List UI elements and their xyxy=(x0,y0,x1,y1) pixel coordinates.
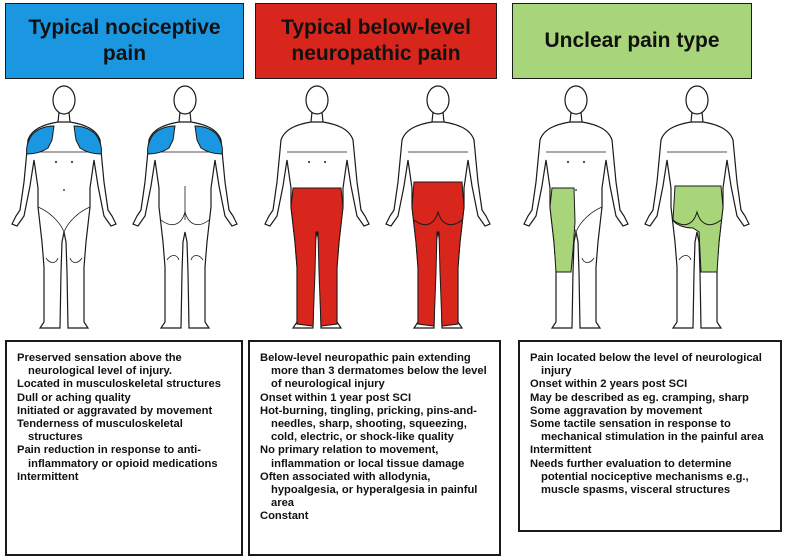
list-item: Below-level neuropathic pain extending m… xyxy=(260,352,487,391)
shaded-region-legs-front xyxy=(290,187,344,327)
list-item: May be described as eg. cramping, sharp xyxy=(530,391,749,404)
shaded-region-back-left-shoulder xyxy=(147,125,176,155)
shaded-region-right-shoulder xyxy=(73,125,102,155)
header-neuropathic-line2: neuropathic pain xyxy=(291,42,461,65)
list-item: Hot-burning, tingling, pricking, pins-an… xyxy=(260,404,477,444)
shaded-region-left-shoulder xyxy=(26,125,55,155)
body-back-figure xyxy=(644,85,750,329)
body-front-figure xyxy=(11,85,117,329)
list-item: Some tactile sensation in response to me… xyxy=(530,418,764,444)
header-neuropathic-line1: Typical below-level xyxy=(281,16,471,39)
list-item: Constant xyxy=(260,510,309,523)
list-item: Needs further evaluation to determine po… xyxy=(530,457,749,497)
header-nociceptive-line2: pain xyxy=(102,42,147,65)
body-front-figure xyxy=(264,85,370,329)
description-box-unclear: Pain located below the level of neurolog… xyxy=(518,340,782,532)
list-item: Dull or aching quality xyxy=(17,391,131,404)
body-back-figure xyxy=(385,85,491,329)
shaded-region-buttock-thigh-back xyxy=(672,185,724,273)
description-box-nociceptive: Preserved sensation above the neurologic… xyxy=(5,340,243,556)
list-item: Pain reduction in response to anti-infla… xyxy=(17,444,218,470)
body-figure-pair-nociceptive xyxy=(11,85,238,329)
list-item: Some aggravation by movement xyxy=(530,404,703,417)
header-nociceptive: Typical nociceptive pain xyxy=(5,3,244,79)
list-item: Tenderness of musculoskeletal structures xyxy=(17,418,183,444)
header-nociceptive-line1: Typical nociceptive xyxy=(28,16,221,39)
shaded-region-legs-back xyxy=(411,181,465,327)
list-item: Onset within 2 years post SCI xyxy=(530,378,688,391)
list-item: Initiated or aggravated by movement xyxy=(17,404,213,417)
criteria-list-nociceptive: Preserved sensation above the neurologic… xyxy=(17,352,233,484)
list-item: Located in musculoskeletal structures xyxy=(17,378,221,391)
header-unclear: Unclear pain type xyxy=(512,3,752,79)
criteria-list-unclear: Pain located below the level of neurolog… xyxy=(530,352,772,497)
header-neuropathic: Typical below-level neuropathic pain xyxy=(255,3,497,79)
header-unclear-line1: Unclear pain type xyxy=(544,29,720,52)
list-item: No primary relation to movement, inflamm… xyxy=(260,444,465,470)
list-item: Often associated with allodynia, hypoalg… xyxy=(260,470,478,510)
list-item: Preserved sensation above the neurologic… xyxy=(17,352,182,378)
list-item: Intermittent xyxy=(17,470,79,483)
body-back-figure xyxy=(132,85,238,329)
description-box-neuropathic: Below-level neuropathic pain extending m… xyxy=(248,340,501,556)
shaded-region-right-thigh-front xyxy=(549,187,576,273)
body-front-figure xyxy=(523,85,629,329)
list-item: Onset within 1 year post SCI xyxy=(260,391,412,404)
body-figure-pair-unclear xyxy=(523,85,750,329)
body-figure-pair-neuropathic xyxy=(264,85,491,329)
list-item: Intermittent xyxy=(530,444,592,457)
shaded-region-back-right-shoulder xyxy=(194,125,223,155)
list-item: Pain located below the level of neurolog… xyxy=(530,352,762,378)
criteria-list-neuropathic: Below-level neuropathic pain extending m… xyxy=(260,352,491,524)
